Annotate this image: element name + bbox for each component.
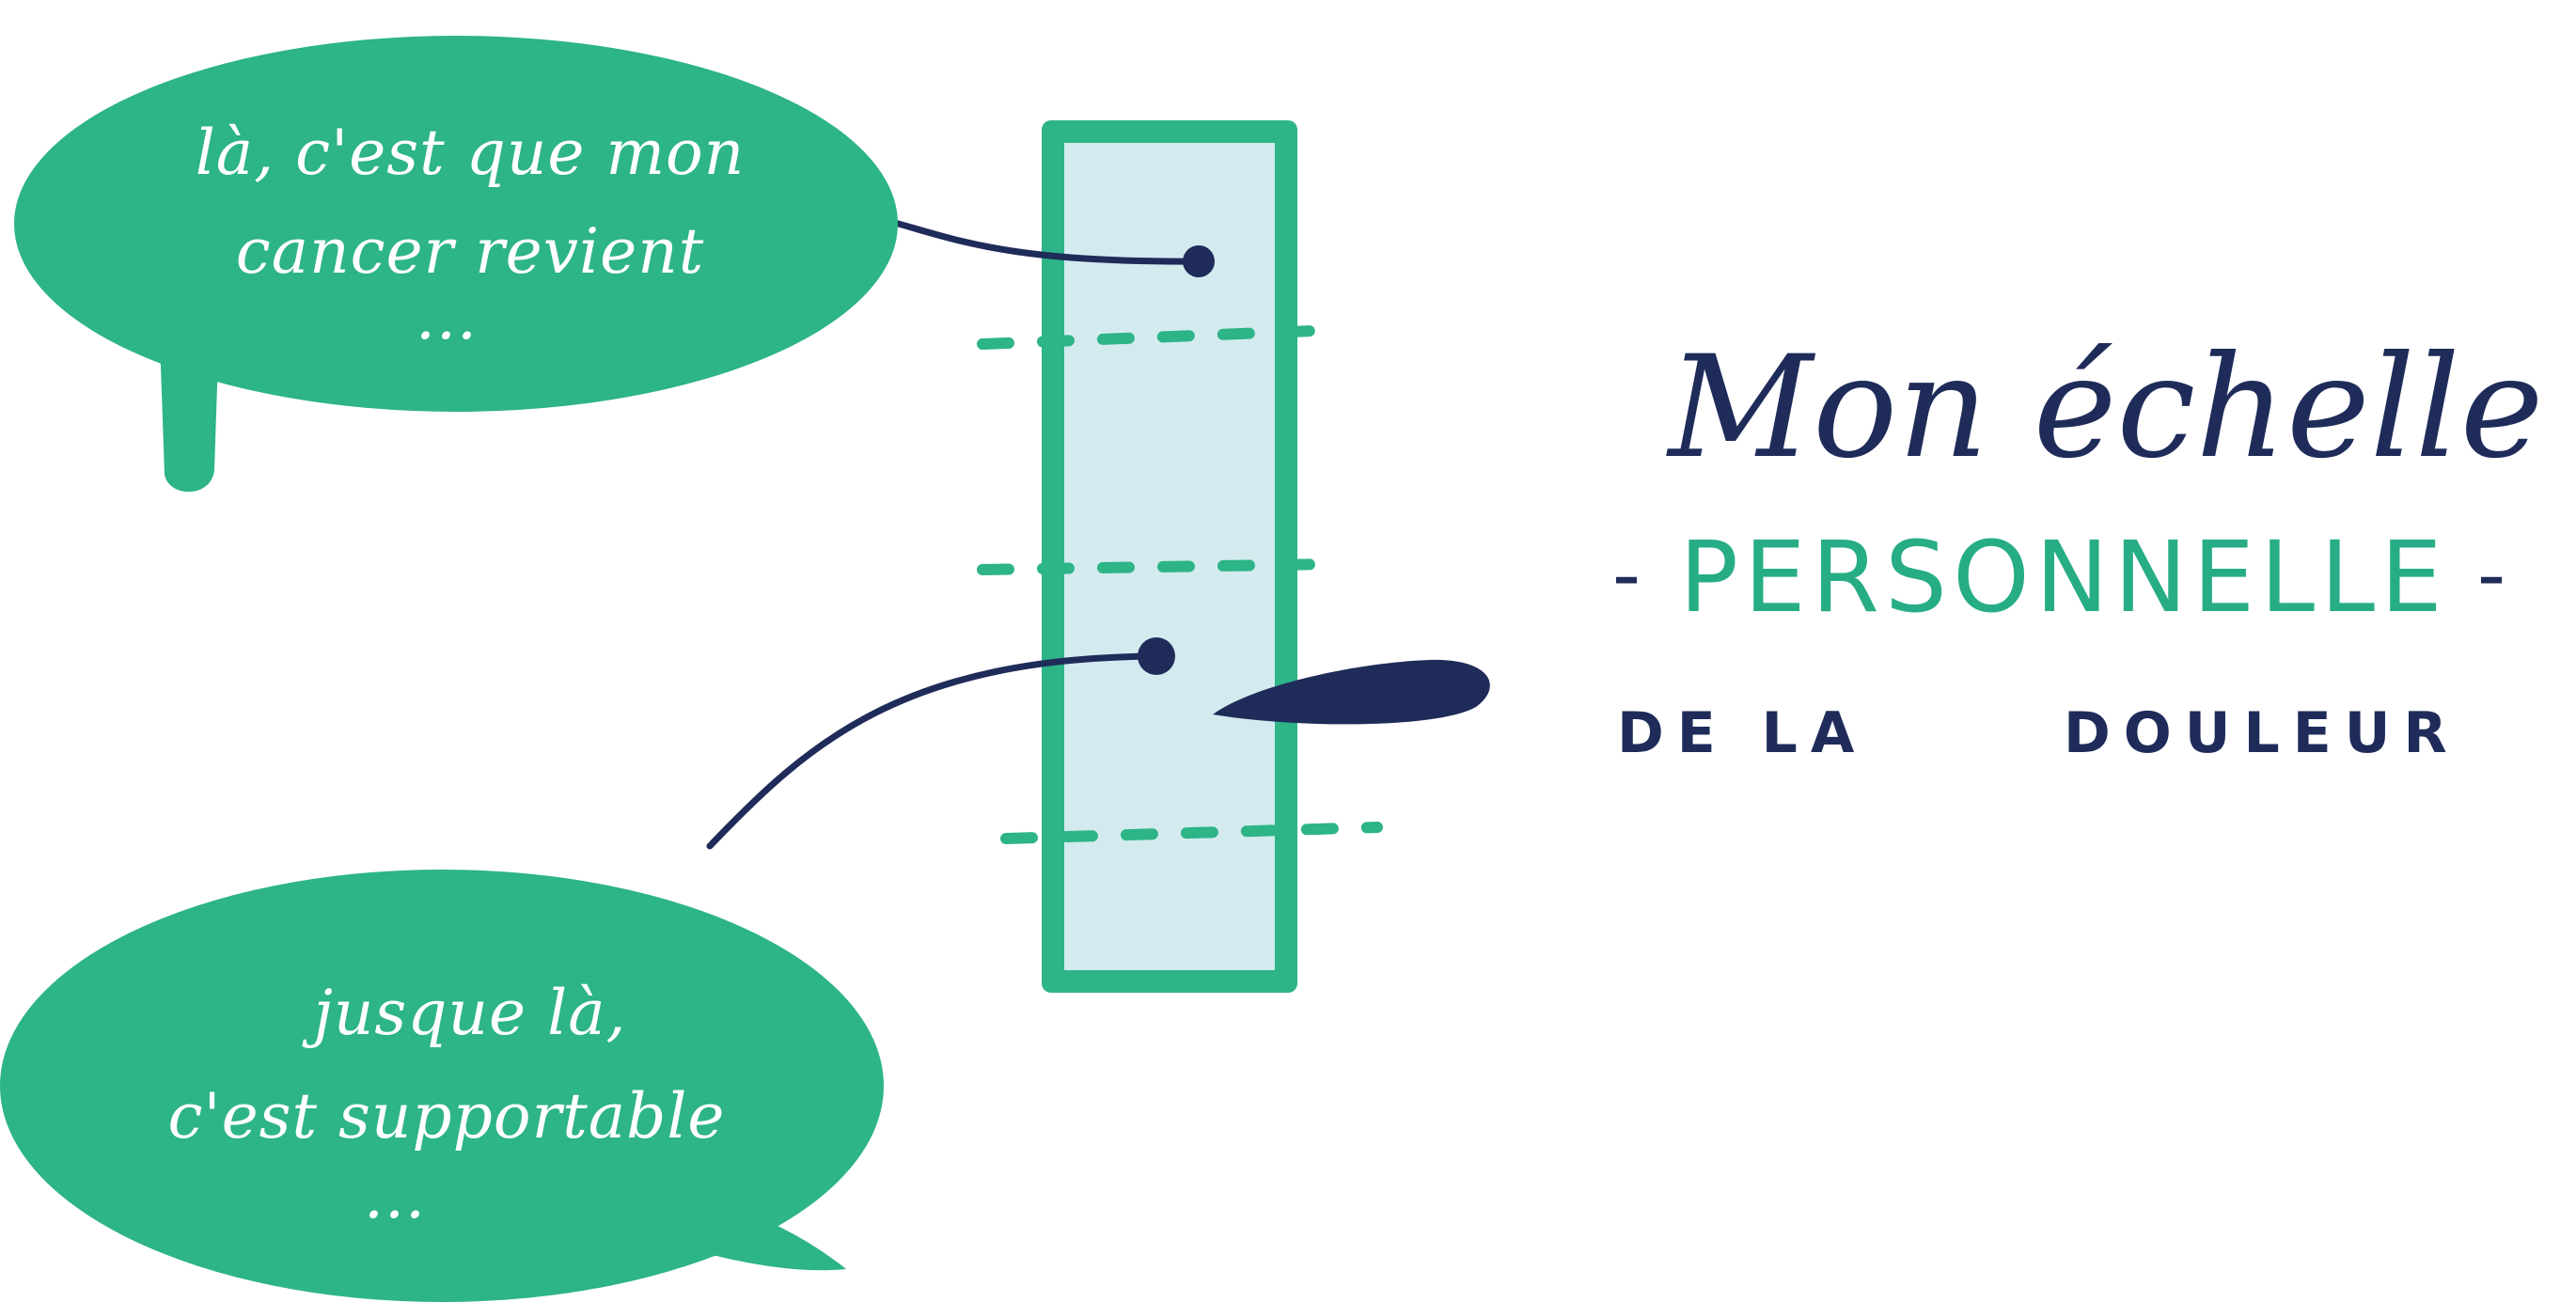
scale-dot-top bbox=[1183, 245, 1215, 277]
level-marker-low bbox=[1000, 822, 1383, 844]
speech-bubble-top: là, c'est que mon cancer revient ... bbox=[14, 36, 898, 493]
scale-level-markers bbox=[977, 325, 1383, 844]
bubble-top-ellipsis: ... bbox=[416, 281, 478, 353]
bubble-top-body bbox=[14, 36, 898, 412]
title-main: Mon échelle bbox=[1665, 326, 2543, 490]
bubble-top-line1: là, c'est que mon bbox=[196, 117, 746, 189]
title-foot-part2: DOULEUR bbox=[2064, 700, 2460, 766]
bubble-bottom-ellipsis: ... bbox=[364, 1160, 426, 1232]
connector-bottom bbox=[706, 652, 1160, 850]
bubble-bottom-line2: c'est supportable bbox=[168, 1080, 726, 1153]
scale-dot-bottom bbox=[1138, 637, 1175, 675]
title-dash-right: - bbox=[2477, 528, 2505, 620]
speech-bubble-bottom: jusque là, c'est supportable ... bbox=[0, 870, 884, 1302]
title-dash-left: - bbox=[1612, 528, 1641, 620]
level-marker-high bbox=[977, 325, 1317, 350]
title-sub: PERSONNELLE bbox=[1679, 520, 2447, 635]
title-foot-part1: DE LA bbox=[1617, 700, 1867, 766]
bubble-bottom-line1: jusque là, bbox=[301, 977, 626, 1049]
title-block: Mon échelle - PERSONNELLE - DE LA DOULEU… bbox=[1612, 326, 2544, 766]
level-marker-mid bbox=[977, 558, 1341, 575]
pain-scale bbox=[1042, 120, 1297, 993]
bubble-top-tail bbox=[160, 338, 218, 493]
bubble-top-line2: cancer revient bbox=[236, 215, 704, 288]
scale-inner-fill bbox=[1064, 143, 1275, 970]
bubble-bottom-body bbox=[0, 870, 884, 1302]
bubble-bottom-tail bbox=[677, 1194, 846, 1271]
scale-pointer-icon bbox=[1213, 659, 1490, 725]
